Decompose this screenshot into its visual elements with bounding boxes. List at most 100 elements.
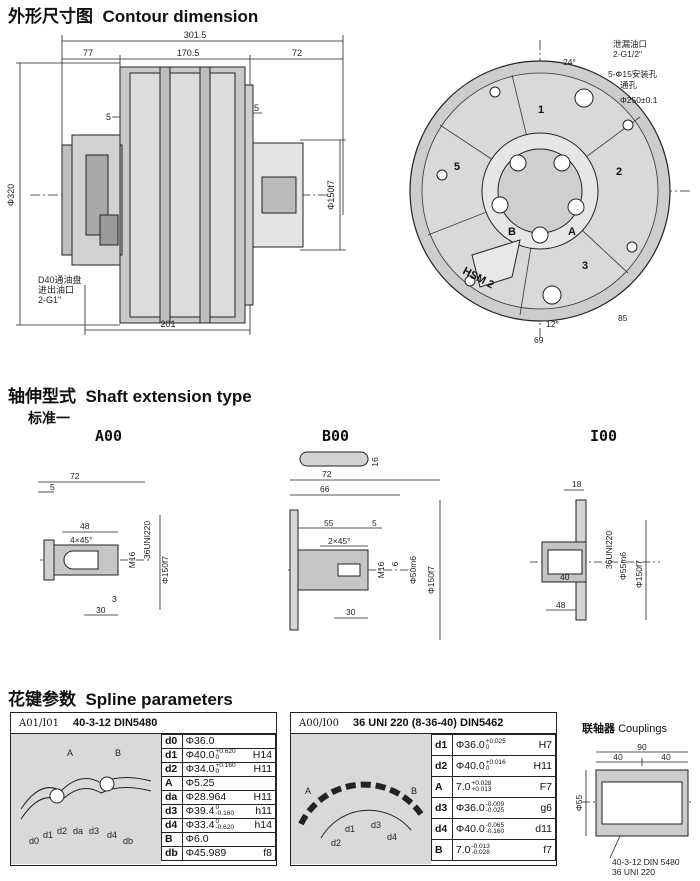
svg-text:A: A xyxy=(568,226,576,238)
spline-1-figure: A B d0 d1 d2 da d3 d4 db xyxy=(11,734,161,864)
svg-text:2: 2 xyxy=(616,166,622,178)
tolerance-upper: +0.620 xyxy=(215,748,236,756)
param-value: Φ5.25 xyxy=(181,776,277,791)
param-key: B xyxy=(431,839,453,861)
param-nominal: Φ6.0 xyxy=(185,833,209,845)
svg-text:72: 72 xyxy=(292,48,302,58)
shaft-type-a00-label: A00 xyxy=(95,427,123,445)
param-key: d1 xyxy=(161,748,183,763)
tolerance-lower: -0.160 xyxy=(215,810,234,818)
svg-text:18: 18 xyxy=(572,479,582,489)
tolerance-upper: 0 xyxy=(215,818,220,826)
param-nominal: Φ45.989 xyxy=(185,847,227,859)
shaft-type-b00-label: B00 xyxy=(322,427,350,445)
param-tolerance: +0.028+0.013 xyxy=(471,780,491,793)
param-nominal: Φ33.4 xyxy=(185,819,215,831)
svg-text:36UNI220: 36UNI220 xyxy=(142,521,152,560)
param-key: A xyxy=(431,776,453,798)
svg-text:d4: d4 xyxy=(107,830,117,840)
param-fit: H14 xyxy=(252,749,272,761)
svg-text:69: 69 xyxy=(534,335,544,345)
svg-text:d2: d2 xyxy=(57,826,67,836)
param-key: d4 xyxy=(431,818,453,840)
svg-text:90: 90 xyxy=(637,742,647,752)
svg-text:12°: 12° xyxy=(546,319,559,329)
param-key: d3 xyxy=(431,797,453,819)
section-title-spline: 花键参数 Spline parameters xyxy=(8,690,233,709)
svg-text:40: 40 xyxy=(661,752,671,762)
param-tolerance: -0.065-0.160 xyxy=(485,822,505,835)
param-nominal: 7.0 xyxy=(455,781,471,793)
param-tolerance: 0-0.160 xyxy=(215,804,234,818)
svg-text:16: 16 xyxy=(370,457,380,467)
shaft-type-i00-label: I00 xyxy=(590,427,618,445)
svg-text:d3: d3 xyxy=(371,820,381,830)
svg-text:48: 48 xyxy=(556,600,566,610)
param-nominal: Φ40.0 xyxy=(455,823,485,835)
param-nominal: Φ5.25 xyxy=(185,777,215,789)
param-nominal: Φ36.0 xyxy=(455,739,485,751)
param-key: db xyxy=(161,846,183,861)
tolerance-lower: 0 xyxy=(485,765,490,773)
svg-text:da: da xyxy=(73,826,83,836)
svg-text:B: B xyxy=(508,226,516,238)
svg-text:Φ55m6: Φ55m6 xyxy=(618,552,628,580)
tolerance-upper: +0.016 xyxy=(485,759,506,767)
svg-text:301.5: 301.5 xyxy=(184,30,207,40)
svg-text:77: 77 xyxy=(83,48,93,58)
param-fit: g6 xyxy=(540,802,552,814)
svg-text:30: 30 xyxy=(346,607,356,617)
svg-text:B: B xyxy=(411,786,417,796)
svg-text:48: 48 xyxy=(80,521,90,531)
svg-text:201: 201 xyxy=(160,319,175,329)
spline-2-figure: A B d1 d2 d3 d4 xyxy=(291,734,431,864)
svg-text:Φ320: Φ320 xyxy=(6,184,16,206)
param-fit: F7 xyxy=(539,781,552,793)
param-key: d0 xyxy=(161,734,183,749)
svg-text:5: 5 xyxy=(50,482,55,492)
tolerance-upper: -0.065 xyxy=(485,822,505,830)
svg-text:A: A xyxy=(305,786,311,796)
svg-text:通孔: 通孔 xyxy=(620,80,638,90)
param-value: Φ36.0 xyxy=(181,734,277,749)
svg-text:5: 5 xyxy=(106,112,111,122)
svg-text:36UNI220: 36UNI220 xyxy=(604,531,614,570)
tolerance-upper: -0.009 xyxy=(485,801,505,809)
svg-text:db: db xyxy=(123,836,133,846)
svg-text:d0: d0 xyxy=(29,836,39,846)
svg-text:Φ250±0.1: Φ250±0.1 xyxy=(620,95,658,105)
svg-text:40: 40 xyxy=(613,752,623,762)
svg-text:36 UNI 220: 36 UNI 220 xyxy=(612,867,655,877)
svg-text:170.5: 170.5 xyxy=(177,48,200,58)
svg-text:d3: d3 xyxy=(89,826,99,836)
param-tolerance: -0.013-0.028 xyxy=(471,843,489,856)
section-title-shaft: 轴伸型式 Shaft extension type xyxy=(8,387,252,406)
front-view-drawing: 泄漏油口 2-G1/2" 5-Φ15安装孔 通孔 Φ250±0.1 24° 12… xyxy=(409,39,690,345)
param-nominal: Φ36.0 xyxy=(455,802,485,814)
param-nominal: 7.0 xyxy=(455,844,471,856)
svg-text:85: 85 xyxy=(618,313,628,323)
svg-text:5: 5 xyxy=(372,518,377,528)
svg-text:1: 1 xyxy=(538,104,544,116)
param-key: d1 xyxy=(431,734,453,756)
side-view-drawing: 301.5 77 170.5 72 5 5 201 Φ320 Φ150f7 D4… xyxy=(6,30,346,335)
tolerance-upper: +0.160 xyxy=(215,762,236,770)
